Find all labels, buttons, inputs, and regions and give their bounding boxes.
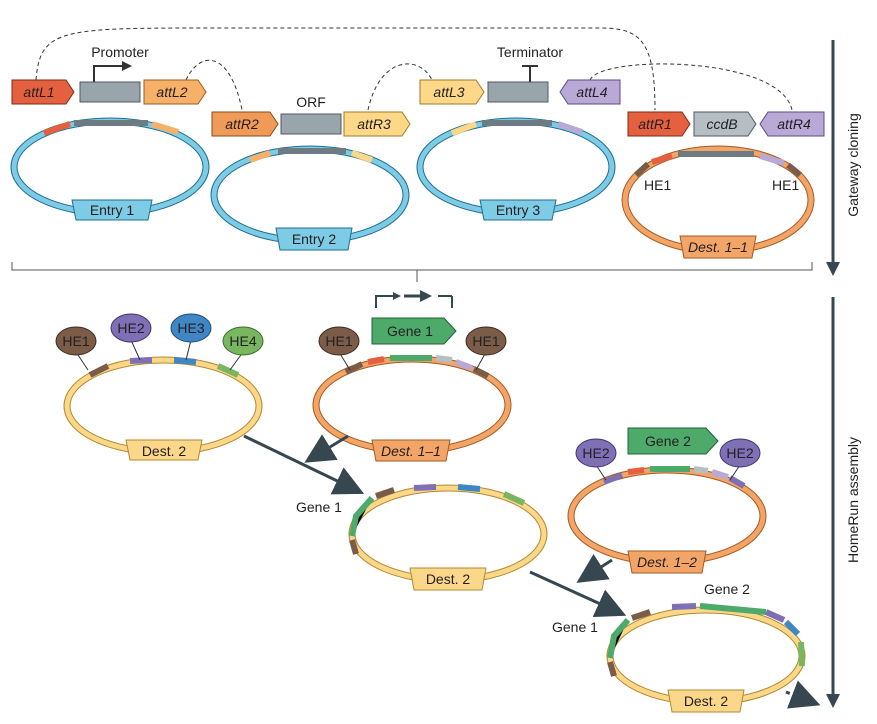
he1-badge: HE1 [62,333,89,349]
gene-2-label: Gene 2 [645,433,691,449]
svg-text:attR3: attR3 [357,116,391,132]
gene-1-cassette: Gene 1 [371,290,457,345]
terminator-label: Terminator [497,44,563,60]
gene-2-final-label: Gene 2 [704,581,750,597]
svg-text:attL3: attL3 [433,84,464,100]
dest-2-b-label: Dest. 2 [426,571,471,587]
attL2-element: attL2 [143,79,207,105]
dest-1-1-mid-plasmid: Dest. 1–1 [312,355,512,462]
dest-1-1-top-plasmid: HE1 HE1 Dest. 1–1 [621,145,815,259]
svg-text:attR2: attR2 [225,116,259,132]
gene-1-label: Gene 1 [387,323,433,339]
svg-text:HE2: HE2 [726,445,753,461]
attR3-element: attR3 [343,111,411,137]
entry-1-plasmid: Entry 1 [10,117,210,221]
svg-text:attL1: attL1 [23,84,54,100]
he1-label-left: HE1 [644,177,671,193]
recombination-dashes [35,27,793,111]
gene-1-insert-label: Gene 1 [296,499,342,515]
dest-1-2-label: Dest. 1–2 [637,554,697,570]
orf-element: ORF [280,94,342,135]
dest-2-b-plasmid: Dest. 2 Gene 1 [296,484,548,591]
orf-label: ORF [296,94,326,110]
gateway-cloning-arrow: Gateway cloning [826,40,861,276]
promoter-element: Promoter [79,44,149,103]
svg-text:attL2: attL2 [156,84,187,100]
svg-text:attR1: attR1 [638,116,671,132]
he-badges-dest2a: HE1 HE2 HE3 HE4 [55,313,264,371]
homerun-assembly-label: HomeRun assembly [845,437,861,563]
he2-badges-dest12: HE2 HE2 [575,438,761,481]
attR4-element: attR4 [759,111,825,137]
dest-1-1-top-label: Dest. 1–1 [688,239,748,255]
entry-2-plasmid: Entry 2 [210,145,410,251]
attR2-element: attR2 [211,111,279,137]
svg-text:HE1: HE1 [472,333,499,349]
he4-badge: HE4 [229,333,256,349]
entry-3-label: Entry 3 [496,202,541,218]
attR1-element: attR1 [627,111,691,137]
he3-badge: HE3 [177,320,204,336]
attL3-element: attL3 [419,79,485,105]
section-bracket [11,262,813,282]
entry-3-plasmid: Entry 3 [416,117,616,221]
dest-1-2-plasmid: Dest. 1–2 [567,466,767,574]
he1-label-right: HE1 [772,177,799,193]
entry-1-label: Entry 1 [90,202,135,218]
assembly-arrows [243,434,821,709]
ccdB-element: ccdB [693,111,757,137]
attL1-element: attL1 [11,79,75,105]
dest-2-a-plasmid: Dest. 2 [63,356,263,461]
svg-text:ccdB: ccdB [706,116,737,132]
entry-2-label: Entry 2 [292,231,337,247]
terminator-element: Terminator [487,44,563,103]
attL4-element: attL4 [559,79,621,105]
dest-2-c-plasmid: Dest. 2 Gene 1 Gene 2 [552,581,806,713]
gateway-cloning-label: Gateway cloning [845,113,861,217]
homerun-assembly-arrow: HomeRun assembly [826,297,861,708]
svg-text:attR4: attR4 [777,116,811,132]
he2-badge: HE2 [117,320,144,336]
svg-text:HE1: HE1 [325,333,352,349]
svg-text:HE2: HE2 [582,445,609,461]
dest-2-c-label: Dest. 2 [684,693,729,709]
dest-1-1-mid-label: Dest. 1–1 [381,443,441,459]
svg-text:attL4: attL4 [576,84,607,100]
dest-2-a-label: Dest. 2 [142,443,187,459]
gene-1-final-label: Gene 1 [552,619,598,635]
promoter-label: Promoter [91,44,149,60]
he1-badges-dest11mid: HE1 HE1 [318,326,507,371]
gene-2-cassette: Gene 2 [627,427,719,455]
